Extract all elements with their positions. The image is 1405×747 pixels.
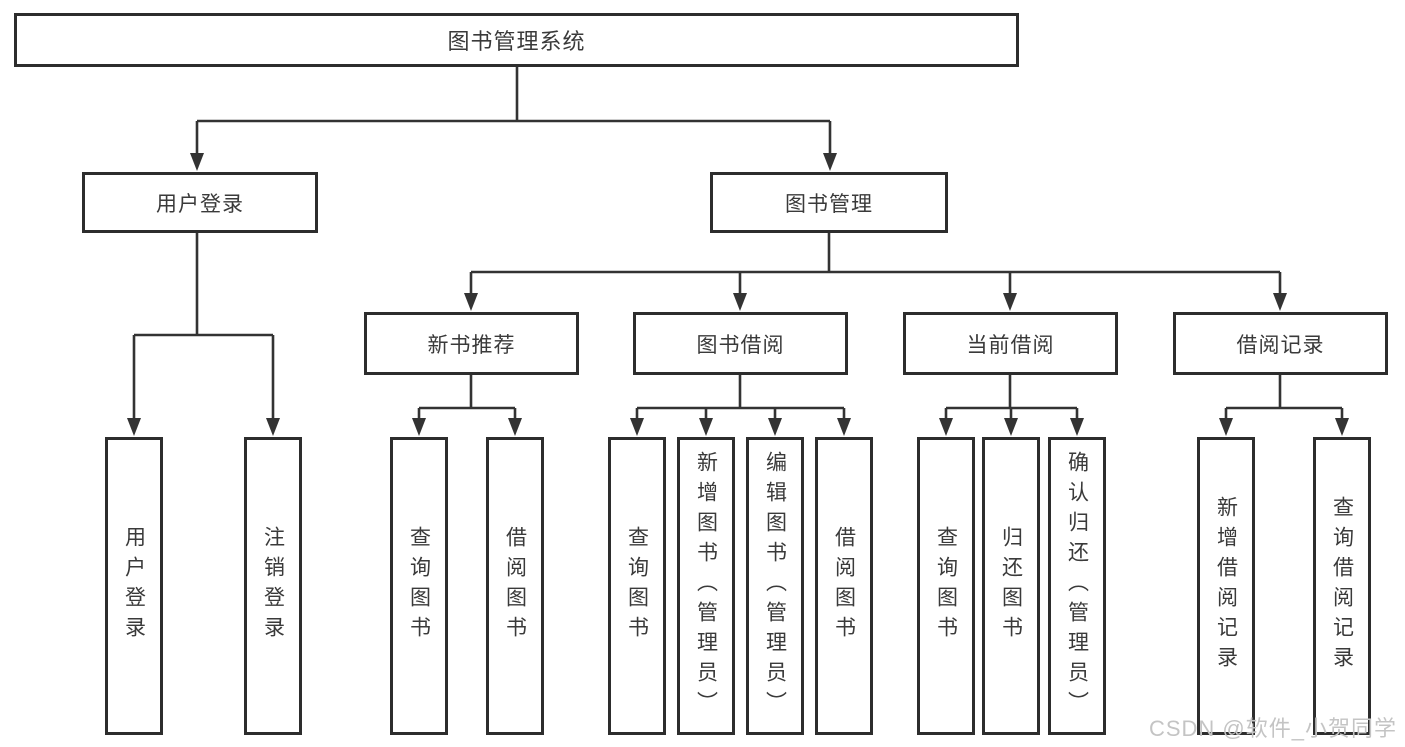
node-query-borrow-record: 查询借阅记录: [1313, 437, 1371, 735]
node-label: 用户登录: [122, 526, 146, 646]
node-label: 图书管理: [785, 192, 873, 216]
node-book-borrowing: 图书借阅: [633, 312, 848, 375]
node-label: 新增借阅记录: [1214, 496, 1238, 676]
node-user-login: 用户登录: [82, 172, 318, 233]
node-logout: 注销登录: [244, 437, 302, 735]
node-library-system: 图书管理系统: [14, 13, 1019, 67]
node-borrowing-records: 借阅记录: [1173, 312, 1388, 375]
node-return-books: 归还图书: [982, 437, 1040, 735]
node-label: 查询图书: [934, 526, 958, 646]
node-label: 图书管理系统: [447, 29, 586, 54]
node-new-book-recommend: 新书推荐: [364, 312, 579, 375]
node-label: 查询图书: [407, 526, 431, 646]
node-label: 新增图书（管理员）: [694, 451, 718, 721]
node-label: 编辑图书（管理员）: [763, 451, 787, 721]
node-current-query-books: 查询图书: [917, 437, 975, 735]
node-borrowing-borrow-books: 借阅图书: [815, 437, 873, 735]
csdn-watermark: CSDN @软件_小贺同学: [1148, 716, 1397, 741]
node-recommend-query-books: 查询图书: [390, 437, 448, 735]
node-book-management: 图书管理: [710, 172, 948, 233]
node-label: 新书推荐: [427, 333, 516, 357]
node-label: 归还图书: [999, 526, 1023, 646]
node-label: 借阅图书: [832, 526, 856, 646]
node-label: 当前借阅: [966, 333, 1055, 357]
node-label: 用户登录: [156, 192, 244, 216]
node-borrowing-query-books: 查询图书: [608, 437, 666, 735]
node-label: 查询借阅记录: [1330, 496, 1354, 676]
node-add-borrow-record: 新增借阅记录: [1197, 437, 1255, 735]
node-confirm-return-admin: 确认归还（管理员）: [1048, 437, 1106, 735]
node-label: 图书借阅: [696, 333, 785, 357]
node-user-login-leaf: 用户登录: [105, 437, 163, 735]
node-edit-books-admin: 编辑图书（管理员）: [746, 437, 804, 735]
node-label: 借阅图书: [503, 526, 527, 646]
node-add-books-admin: 新增图书（管理员）: [677, 437, 735, 735]
node-current-borrowing: 当前借阅: [903, 312, 1118, 375]
node-label: 确认归还（管理员）: [1065, 451, 1089, 721]
node-label: 借阅记录: [1236, 333, 1325, 357]
node-label: 查询图书: [625, 526, 649, 646]
node-recommend-borrow-books: 借阅图书: [486, 437, 544, 735]
node-label: 注销登录: [261, 526, 285, 646]
